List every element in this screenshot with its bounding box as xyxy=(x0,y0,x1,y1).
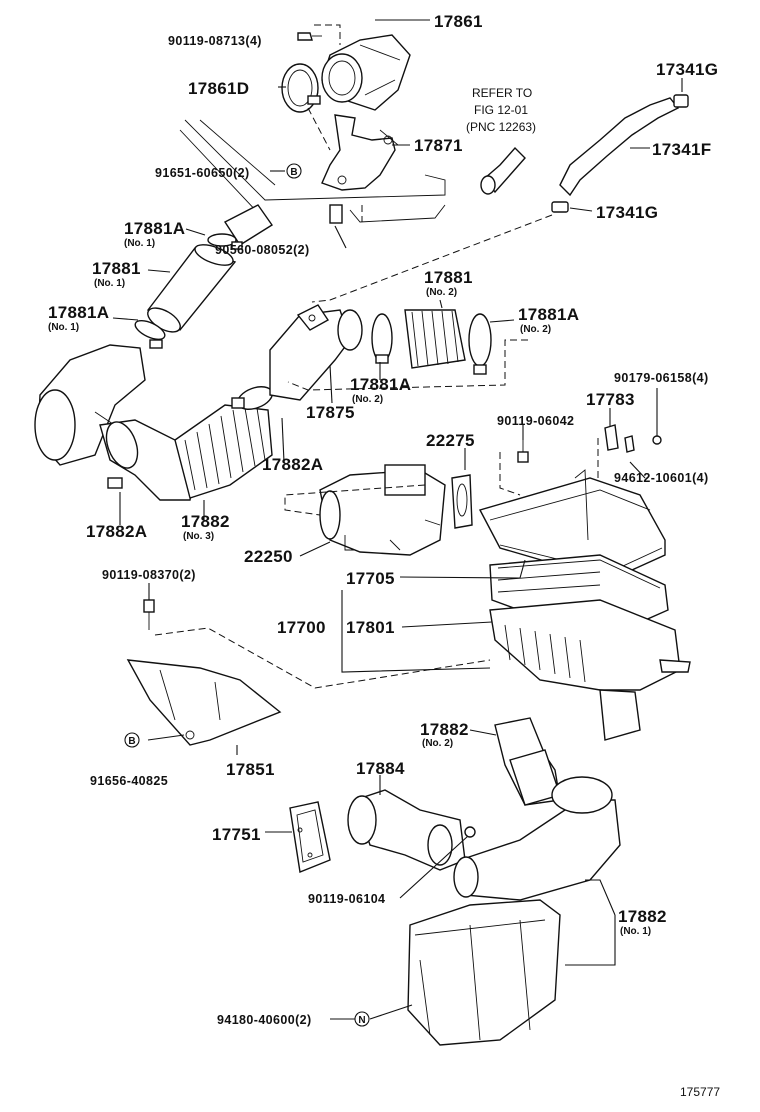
part-17881A-no1-clamp-upper xyxy=(207,233,243,250)
n-mark-letter: N xyxy=(358,1015,365,1026)
label-90560: 90560-08052(2) xyxy=(215,243,310,257)
label-17881A-no1-lower-sub: (No. 1) xyxy=(48,322,79,333)
label-17882-no1-sub: (No. 1) xyxy=(620,926,651,937)
part-17751-gasket xyxy=(289,801,331,873)
label-90179: 90179-06158(4) xyxy=(614,371,709,385)
label-17881A-no2-right-sub: (No. 2) xyxy=(520,324,551,335)
part-17881-no1-hose xyxy=(146,244,237,333)
label-refer-line1: REFER TO xyxy=(472,86,532,100)
part-refer-hose xyxy=(480,146,526,195)
part-94612-clip xyxy=(624,435,635,453)
label-17700: 17700 xyxy=(277,618,326,637)
part-17875-hose xyxy=(269,304,363,401)
label-17881A-no1-upper: 17881A xyxy=(124,219,185,238)
part-90119-08370-bolt xyxy=(143,599,155,630)
label-17871: 17871 xyxy=(414,136,463,155)
label-17875: 17875 xyxy=(306,403,355,422)
label-refer-line3: (PNC 12263) xyxy=(466,120,536,134)
b-mark-lower-letter: B xyxy=(128,736,135,747)
label-17881A-no2-mid-sub: (No. 2) xyxy=(352,394,383,405)
part-90119-06042-bolt xyxy=(517,440,529,463)
part-22250-air-flow-meter xyxy=(319,464,446,556)
label-17882-no2-sub: (No. 2) xyxy=(422,738,453,749)
label-91656: 91656-40825 xyxy=(90,774,168,788)
part-resonator-tank xyxy=(407,899,561,1046)
label-22275: 22275 xyxy=(426,431,475,450)
part-17881A-no1-clamp-lower xyxy=(134,320,166,349)
part-17884-duct xyxy=(347,789,476,871)
label-17882-no3: 17882 xyxy=(181,512,230,531)
label-17851: 17851 xyxy=(226,760,275,779)
label-17882-no1: 17882 xyxy=(618,907,667,926)
part-17882-no1-hose xyxy=(453,776,621,901)
part-90179-nut xyxy=(652,435,662,445)
part-17341F-hose xyxy=(559,97,680,197)
label-17341G-top: 17341G xyxy=(656,60,718,79)
b-mark-upper: B xyxy=(286,163,302,179)
label-17341G-bottom: 17341G xyxy=(596,203,658,222)
label-17751: 17751 xyxy=(212,825,261,844)
label-17882-no3-sub: (No. 3) xyxy=(183,531,214,542)
part-17851-bracket xyxy=(126,659,282,746)
part-17341G-clamp-bottom xyxy=(551,201,569,213)
label-17882A-mid: 17882A xyxy=(262,455,323,474)
label-17881A-no1-lower: 17881A xyxy=(48,303,109,322)
part-17881-no2-hose xyxy=(404,309,466,369)
part-17783-clip xyxy=(604,424,619,451)
n-mark: N xyxy=(354,1011,370,1027)
part-17871-bracket xyxy=(321,114,399,191)
part-90119-08713-screw xyxy=(297,32,322,41)
label-17341F: 17341F xyxy=(652,140,711,159)
part-17881A-no2-clamp-right xyxy=(468,313,492,375)
label-17783: 17783 xyxy=(586,390,635,409)
figure-number: 175777 xyxy=(680,1085,720,1099)
label-17882-no2: 17882 xyxy=(420,720,469,739)
label-90119-06104: 90119-06104 xyxy=(308,892,385,906)
label-90119-08370: 90119-08370(2) xyxy=(102,568,196,582)
label-91651: 91651-60650(2) xyxy=(155,166,250,180)
label-17861: 17861 xyxy=(434,12,483,31)
label-94612: 94612-10601(4) xyxy=(614,471,709,485)
part-17882-no2-duct xyxy=(494,717,561,806)
part-17882A-clamp-mid xyxy=(231,386,273,410)
label-17881A-no2-right: 17881A xyxy=(518,305,579,324)
part-intake-duct-panel xyxy=(179,119,446,246)
label-17801: 17801 xyxy=(346,618,395,637)
part-17700-body xyxy=(489,599,691,741)
label-17705: 17705 xyxy=(346,569,395,588)
part-90560-spacer xyxy=(329,204,343,224)
part-resonator-elbow xyxy=(34,344,196,501)
part-17882-no3-hose xyxy=(174,404,273,499)
label-17881-no1: 17881 xyxy=(92,259,141,278)
part-17861-elbow xyxy=(321,34,411,111)
part-17341G-clamp-top xyxy=(673,94,689,108)
label-17881-no1-sub: (No. 1) xyxy=(94,278,125,289)
label-17881-no2-sub: (No. 2) xyxy=(426,287,457,298)
label-17881-no2: 17881 xyxy=(424,268,473,287)
label-17861D: 17861D xyxy=(188,79,249,98)
part-17861D-clamp xyxy=(281,63,321,113)
part-22275-gasket xyxy=(451,474,473,529)
label-22250: 22250 xyxy=(244,547,293,566)
label-90119-06042: 90119-06042 xyxy=(497,414,574,428)
label-17884: 17884 xyxy=(356,759,405,778)
label-17881A-no1-upper-sub: (No. 1) xyxy=(124,238,155,249)
b-mark-upper-letter: B xyxy=(290,167,297,178)
b-mark-lower: B xyxy=(124,732,140,748)
label-90119-08713: 90119-08713(4) xyxy=(168,34,262,48)
label-17882A-left: 17882A xyxy=(86,522,147,541)
part-17881A-no2-clamp-left xyxy=(371,313,393,364)
label-17881A-no2-mid: 17881A xyxy=(350,375,411,394)
label-refer-line2: FIG 12-01 xyxy=(474,103,528,117)
label-94180: 94180-40600(2) xyxy=(217,1013,312,1027)
